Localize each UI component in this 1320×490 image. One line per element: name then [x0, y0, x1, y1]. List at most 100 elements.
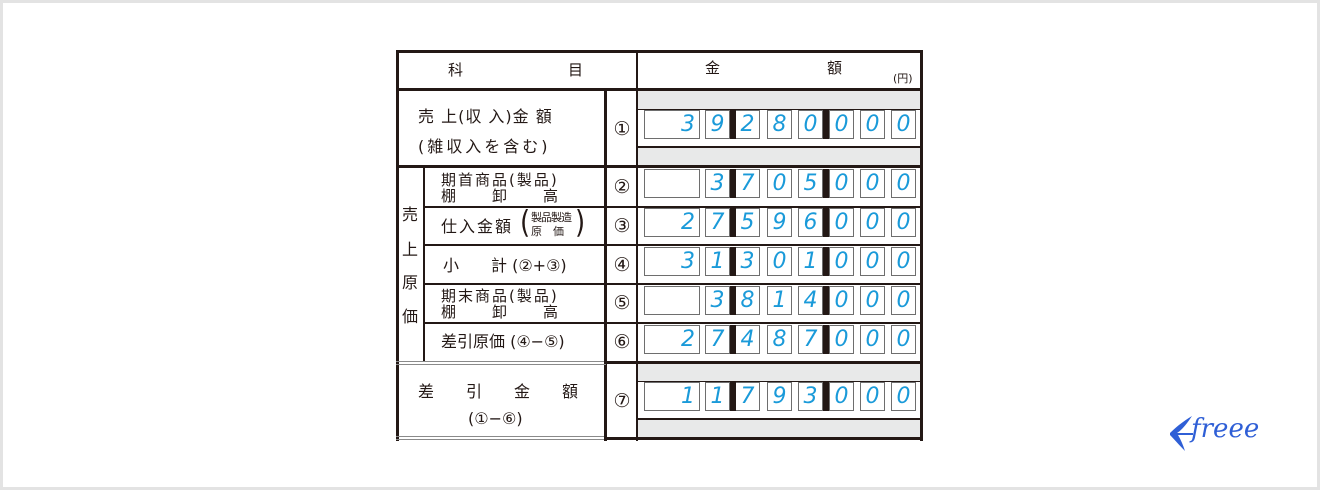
- row5-label-line2: 棚 卸 高: [441, 303, 561, 321]
- thousands-separator-bar: [730, 382, 736, 411]
- amount-digit-box[interactable]: 1: [705, 382, 730, 411]
- cost-group-char4: 価: [402, 307, 419, 326]
- row6-bottom-left-1: [396, 361, 606, 362]
- amount-digit-box[interactable]: 6: [798, 208, 823, 237]
- left-bottom-line-1: [396, 436, 606, 437]
- amount-bottom-border: [604, 437, 923, 440]
- amount-digit-box[interactable]: 7: [798, 325, 823, 354]
- amount-digit-box[interactable]: 7: [735, 382, 760, 411]
- amount-digit-box[interactable]: 5: [735, 208, 760, 237]
- row3-paren-close: ): [575, 205, 586, 241]
- row3-number: ③: [613, 215, 631, 237]
- amount-digit-box[interactable]: 3: [705, 286, 730, 315]
- amount-digit-box[interactable]: 0: [767, 247, 792, 276]
- header-amount-char1: 金: [705, 59, 721, 77]
- amount-digit-box[interactable]: 7: [705, 208, 730, 237]
- amount-digit-box[interactable]: [644, 286, 700, 315]
- amount-digit-box[interactable]: 9: [705, 110, 730, 139]
- row7-shade-bottom: [638, 420, 920, 437]
- amount-digit-box[interactable]: 0: [829, 286, 854, 315]
- amount-digit-box[interactable]: 2: [735, 110, 760, 139]
- row1-shade-top: [638, 91, 920, 109]
- thousands-separator-bar: [730, 286, 736, 315]
- amount-digit-box[interactable]: 3: [644, 247, 700, 276]
- row1-bottom: [396, 165, 636, 168]
- amount-digit-box[interactable]: 4: [798, 286, 823, 315]
- thousands-separator-bar: [823, 110, 829, 139]
- thousands-separator-bar: [730, 325, 736, 354]
- income-statement-form: 科 目 金 額 (円) 売 上(収 入)金 額 (雑収入を含む) ① 売 上 原…: [396, 50, 923, 441]
- cost-group-char3: 原: [402, 273, 419, 292]
- amount-digit-box[interactable]: 2: [644, 208, 700, 237]
- header-amount-char2: 額: [827, 59, 843, 77]
- amount-digit-box[interactable]: 8: [767, 325, 792, 354]
- amount-digit-box[interactable]: [644, 169, 700, 198]
- amount-digit-box[interactable]: 0: [860, 325, 885, 354]
- thousands-separator-bar: [730, 110, 736, 139]
- row7-line: [638, 381, 920, 382]
- amount-digit-box[interactable]: 1: [644, 382, 700, 411]
- row7-line-b: [638, 418, 920, 420]
- amount-digit-box[interactable]: 8: [767, 110, 792, 139]
- amount-digit-box[interactable]: 0: [798, 110, 823, 139]
- header-subject-char2: 目: [568, 61, 584, 79]
- freee-bird-icon: [1170, 416, 1193, 451]
- amount-digit-box[interactable]: 0: [860, 208, 885, 237]
- row7-label-line1: 差 引 金 額: [418, 382, 579, 401]
- amount-digit-box[interactable]: 0: [829, 208, 854, 237]
- row2-label-line2: 棚 卸 高: [441, 187, 561, 205]
- thousands-separator-bar: [730, 208, 736, 237]
- thousands-separator-bar: [730, 169, 736, 198]
- amount-digit-box[interactable]: 0: [829, 110, 854, 139]
- row1-label-line1: 売 上(収 入)金 額: [418, 107, 553, 126]
- amount-digit-box[interactable]: 3: [644, 110, 700, 139]
- amount-digit-box[interactable]: 0: [891, 286, 916, 315]
- amount-digit-box[interactable]: 3: [705, 169, 730, 198]
- amount-digit-box[interactable]: 0: [891, 169, 916, 198]
- amount-digit-box[interactable]: 0: [860, 382, 885, 411]
- amount-digit-box[interactable]: 0: [829, 382, 854, 411]
- amount-digit-box[interactable]: 0: [860, 169, 885, 198]
- row6-label-main: 差引原価 (④−⑤): [441, 332, 565, 351]
- header-subject-char1: 科: [448, 61, 464, 79]
- amount-digit-box[interactable]: 7: [705, 325, 730, 354]
- amount-digit-box[interactable]: 0: [860, 110, 885, 139]
- amount-digit-box[interactable]: 9: [767, 382, 792, 411]
- row6-bottom-right: [604, 361, 923, 364]
- freee-logo-text: freee: [1191, 414, 1260, 444]
- amount-digit-box[interactable]: 0: [829, 247, 854, 276]
- amount-digit-box[interactable]: 0: [891, 247, 916, 276]
- amount-digit-box[interactable]: 2: [644, 325, 700, 354]
- row5-number: ⑤: [613, 292, 631, 314]
- amount-digit-box[interactable]: 0: [829, 325, 854, 354]
- amount-digit-box[interactable]: 0: [767, 169, 792, 198]
- amount-digit-box[interactable]: 0: [891, 110, 916, 139]
- amount-digit-box[interactable]: 5: [798, 169, 823, 198]
- amount-digit-box[interactable]: 0: [891, 325, 916, 354]
- amount-digit-box[interactable]: 3: [798, 382, 823, 411]
- amount-digit-box[interactable]: 1: [767, 286, 792, 315]
- amount-digit-box[interactable]: 0: [829, 169, 854, 198]
- thousands-separator-bar: [823, 169, 829, 198]
- row7-shade-top: [638, 364, 920, 381]
- amount-digit-box[interactable]: 0: [891, 382, 916, 411]
- amount-digit-box[interactable]: 8: [735, 286, 760, 315]
- amount-digit-box[interactable]: 3: [735, 247, 760, 276]
- row1-line: [638, 109, 920, 110]
- row7-number: ⑦: [613, 390, 631, 412]
- cost-group-char2: 上: [402, 240, 419, 259]
- thousands-separator-bar: [823, 325, 829, 354]
- amount-digit-box[interactable]: 1: [705, 247, 730, 276]
- amount-digit-box[interactable]: 1: [798, 247, 823, 276]
- amount-digit-box[interactable]: 9: [767, 208, 792, 237]
- amount-digit-box[interactable]: 0: [860, 286, 885, 315]
- cost-group-char1: 売: [402, 205, 419, 224]
- amount-digit-box[interactable]: 7: [735, 169, 760, 198]
- row7-label-line2: (①−⑥): [468, 409, 523, 428]
- amount-digit-box[interactable]: 0: [891, 208, 916, 237]
- amount-digit-box[interactable]: 0: [860, 247, 885, 276]
- row2-bottom: [423, 206, 923, 208]
- row3-label-sub1: 製品製造: [531, 211, 572, 224]
- row3-paren-open: (: [520, 205, 531, 241]
- amount-digit-box[interactable]: 4: [735, 325, 760, 354]
